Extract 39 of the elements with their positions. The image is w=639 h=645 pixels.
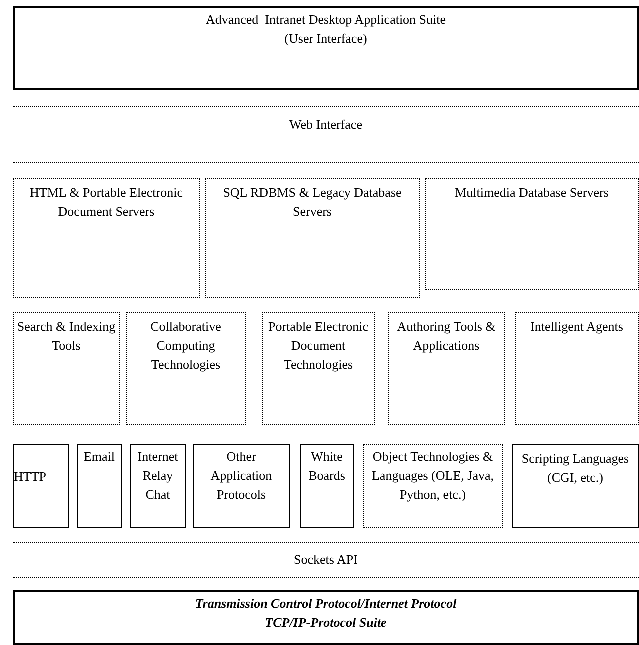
language-box [512,444,639,528]
layer-label: Search & Indexing Tools [17,318,116,355]
layer-label: Collaborative Computing Technologies [150,318,222,374]
technology-box [262,312,375,425]
protocol-suite-box [13,590,639,645]
layer-label: Intelligent Agents [530,318,624,336]
layer-label: HTTP [14,468,46,486]
layer-label: Object Technologies & Languages (OLE, Java, Python, etc.) [370,448,495,504]
layer-title: Transmission Control Protocol/Internet Protocol [195,595,457,613]
layer-label: Scripting Languages (CGI, etc.) [520,450,630,487]
layer-label: Web Interface [290,116,362,134]
protocol-box [13,444,69,528]
technology-box [363,444,503,528]
layer-label: Internet Relay Chat [136,448,180,504]
tool-box [13,312,120,425]
layer-label: Authoring Tools & Applications [396,318,497,355]
protocol-box [300,444,354,528]
layer-label: HTML & Portable Electronic Document Servers [29,184,184,221]
server-box [205,178,420,298]
layer-label: Other Application Protocols [210,448,274,504]
layer-subtitle: TCP/IP-Protocol Suite [265,614,387,632]
protocol-box [193,444,290,528]
layer-label: Email [84,448,116,466]
technology-box [126,312,246,425]
server-box [425,178,639,290]
server-box [13,178,200,298]
interface-band [13,106,639,163]
layer-label: Portable Electronic Document Technologies [268,318,370,374]
layer-label: Advanced Intranet Desktop Application Suite (User Interface) [204,11,448,48]
layer-label: Multimedia Database Servers [455,184,609,202]
application-suite-box [13,6,639,90]
layer-label: SQL RDBMS & Legacy Database Servers [222,184,403,221]
protocol-box [77,444,122,528]
layer-label: White Boards [308,448,346,485]
layer-label: Sockets API [294,551,358,569]
tool-box [388,312,505,425]
agent-box [515,312,639,425]
protocol-box [130,444,186,528]
api-band [13,542,639,578]
